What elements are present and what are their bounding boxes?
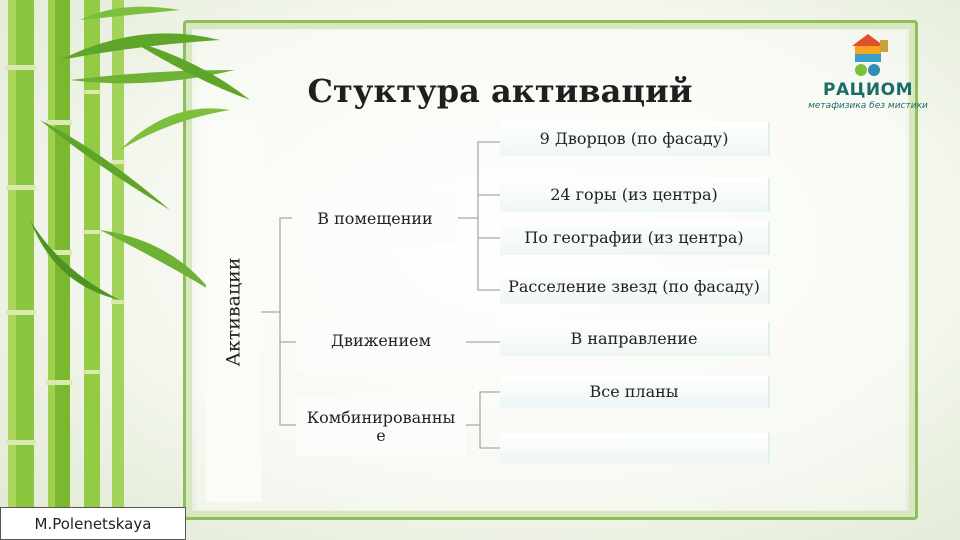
node-9-palaces: 9 Дворцов (по фасаду) (500, 122, 770, 156)
root-label: Активации (222, 257, 245, 367)
node-all-plans: Все планы (500, 376, 770, 408)
bamboo-leaves-icon (30, 6, 250, 300)
node-stars: Расселение звезд (по фасаду) (500, 270, 770, 304)
node-movement: Движением (296, 312, 466, 370)
node-in-room: В помещении (292, 194, 458, 244)
node-empty (500, 433, 770, 463)
node-geography: По географии (из центра) (500, 221, 770, 255)
slide-title: Стуктура активаций (307, 72, 693, 110)
logo-tagline: метафизика без мистики (808, 101, 928, 111)
bamboo-decoration (6, 0, 250, 540)
node-direction: В направление (500, 322, 770, 356)
node-combined: Комбинированны е (296, 398, 466, 456)
root-label-wrap: Активации (206, 122, 261, 502)
logo-name: РАЦИОМ (823, 80, 913, 100)
ratsiom-logo-icon (852, 34, 888, 76)
node-24-mountains: 24 горы (из центра) (500, 178, 770, 212)
root-box (206, 122, 261, 502)
author-label: M.Polenetskaya (0, 507, 186, 540)
